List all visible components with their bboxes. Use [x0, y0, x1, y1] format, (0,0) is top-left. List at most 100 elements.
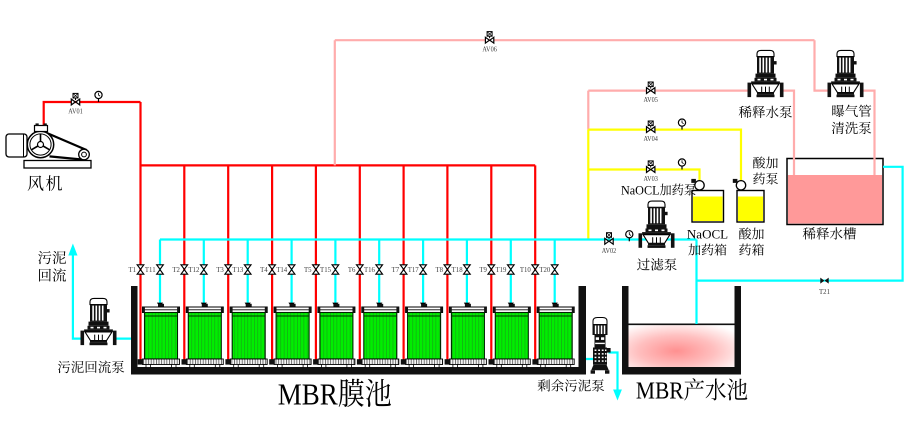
acid-dosing-pump-label-2: 药泵 [752, 172, 778, 187]
membrane-module [356, 302, 400, 368]
mbr-product-tank [622, 286, 741, 375]
av-valve[interactable] [70, 92, 81, 106]
membrane-module [532, 302, 575, 368]
membrane-cassette [275, 311, 310, 360]
membrane-air-valve[interactable] [136, 264, 145, 275]
membrane-cassette [450, 311, 485, 360]
membrane-module [313, 302, 356, 368]
air-pipes [42, 100, 537, 362]
membrane-water-valve[interactable] [463, 264, 471, 275]
membrane-air-valve[interactable] [443, 264, 452, 275]
membrane-water-valve[interactable] [506, 264, 515, 275]
valve-label: T12 [188, 267, 200, 274]
valve-label: AV04 [643, 136, 658, 143]
naocl-tank [691, 189, 725, 223]
chemical-pipes [587, 128, 743, 240]
valve-label: AV01 [68, 109, 83, 116]
valve-label: T21 [819, 289, 830, 296]
product-tank-label: MBR产水池 [636, 378, 748, 405]
mbr-membrane-tank [131, 286, 586, 375]
dilution-water-pump[interactable] [746, 49, 785, 98]
filter-pump-label: 过滤泵 [637, 258, 678, 273]
membrane-water-valve[interactable] [243, 264, 252, 275]
naocl-liquid [693, 196, 723, 221]
excess-sludge-pump-label: 剩余污泥泵 [537, 379, 605, 394]
excess-sludge-pump[interactable] [590, 317, 612, 375]
av-valve[interactable] [645, 120, 656, 134]
av-valve[interactable] [645, 81, 656, 95]
sludge-return-pump-label: 污泥回流泵 [57, 360, 125, 375]
membrane-air-valve[interactable] [224, 264, 233, 275]
membrane-air-valve[interactable] [268, 264, 276, 275]
naocl-tank-label-2: 加药箱 [688, 243, 727, 258]
blower-label: 风机 [27, 175, 64, 194]
membrane-cassette [538, 311, 573, 360]
valve-label: T16 [364, 267, 376, 274]
valve-label: T17 [408, 267, 420, 274]
sludge-return-label-1: 污泥 [38, 251, 67, 267]
valve-label: T13 [232, 267, 244, 274]
sludge-return-arrow [68, 243, 78, 256]
membrane-water-valve[interactable] [419, 264, 427, 275]
valve-label: T20 [539, 267, 551, 274]
membrane-cassette [494, 311, 529, 360]
membrane-module [444, 302, 487, 368]
membrane-cassette [143, 311, 179, 360]
naocl-dosing-pump-label: NaOCL加药泵 [621, 183, 696, 198]
valve-label: T9 [479, 267, 487, 274]
membrane-module [269, 302, 312, 368]
valve-label: T11 [145, 267, 156, 274]
membrane-module [488, 302, 531, 368]
valve-label: T8 [436, 267, 444, 274]
dilution-tank-label: 稀释水槽 [803, 227, 857, 242]
membrane-water-valve[interactable] [331, 264, 340, 275]
valve-label: T14 [276, 267, 288, 274]
membrane-water-valve[interactable] [199, 264, 208, 275]
acid-dosing-pump[interactable] [732, 178, 747, 191]
acid-liquid [738, 196, 763, 221]
naocl-tank-label-1: NaOCL [687, 227, 728, 242]
membrane-module [225, 302, 268, 368]
product-water [628, 324, 735, 367]
membrane-water-valve[interactable] [375, 264, 384, 275]
membrane-air-valve[interactable] [355, 264, 364, 275]
sludge-return-pump[interactable] [79, 297, 118, 346]
valve-label: T4 [260, 267, 268, 274]
valve-label: AV02 [602, 248, 617, 255]
blower[interactable] [5, 123, 92, 169]
membrane-air-valve[interactable] [180, 264, 189, 275]
valve-label: T18 [452, 267, 464, 274]
av-valve[interactable] [484, 31, 495, 44]
membrane-air-valve[interactable] [312, 264, 320, 275]
valve-label: T3 [216, 267, 224, 274]
membrane-module [181, 302, 224, 368]
membrane-air-valve[interactable] [399, 264, 408, 275]
membrane-water-valve[interactable] [287, 264, 296, 275]
valve-label: AV05 [643, 97, 658, 104]
membrane-air-valve[interactable] [487, 264, 496, 275]
membrane-air-valve[interactable] [531, 264, 540, 275]
valve-label: T19 [495, 267, 507, 274]
cleaning-water-pipes [333, 39, 876, 175]
dilution-liquid [788, 175, 882, 224]
dilution-tank [786, 157, 884, 226]
valve-label: T7 [392, 267, 400, 274]
filter-pump[interactable] [637, 200, 676, 249]
membrane-cassette [407, 311, 442, 360]
dilution-valve[interactable] [820, 277, 829, 284]
valve-label: T1 [129, 267, 137, 274]
valve-label: T15 [320, 267, 332, 274]
acid-tank-label-2: 药箱 [738, 243, 764, 258]
pressure-gauge [94, 90, 103, 103]
pressure-gauge [677, 118, 687, 131]
membrane-water-valve[interactable] [156, 264, 164, 275]
av-valve[interactable] [645, 160, 656, 173]
aeration-pipe-cleaning-pump[interactable] [826, 49, 865, 98]
aeration-cleaning-pump-label-2: 清洗泵 [831, 121, 872, 136]
valve-label: T2 [172, 267, 180, 274]
membrane-module [137, 302, 180, 368]
membrane-water-valve[interactable] [550, 264, 559, 275]
acid-tank [736, 189, 765, 223]
valve-label: AV03 [643, 176, 658, 183]
